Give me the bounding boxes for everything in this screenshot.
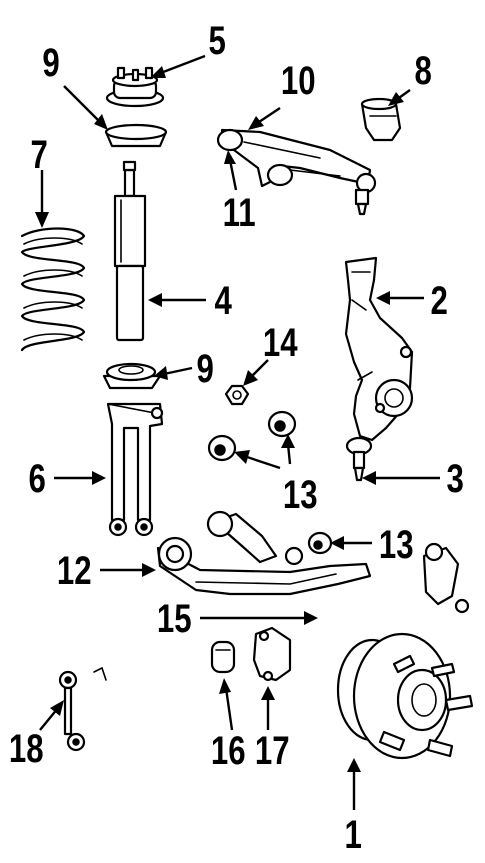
part-4-shock-absorber [113,160,147,342]
part-7-coil-spring [20,227,86,352]
callout-10: 10 [281,58,316,103]
wheel-studs [378,654,474,758]
callout-8: 8 [414,48,431,93]
part-9-lower-seat [102,362,162,390]
part-12-lower-control-arm [156,510,372,596]
part-13-bushing-small [307,531,333,555]
part-13-bushing-right [267,410,297,438]
callout-numbers: 5 9 10 8 7 11 4 2 14 9 6 3 13 13 12 15 1… [9,18,464,857]
part-1-hub-bearing [336,632,474,760]
callout-17: 17 [255,728,290,773]
part-17-bar-bracket [252,626,292,682]
leader-arrows [35,54,440,810]
part-16-bar-bushing [210,640,236,674]
part-10-upper-control-arm [216,128,377,216]
callout-9-lower: 9 [196,346,213,391]
part-13-bushing-left [207,434,237,462]
callout-5: 5 [208,18,225,63]
callout-7: 7 [30,132,47,177]
part-14-nut [224,384,250,406]
callout-12: 12 [57,548,92,593]
part-2-steering-knuckle [344,256,414,442]
callout-14: 14 [263,320,298,365]
callout-15: 15 [157,596,192,641]
callout-4: 4 [214,278,231,323]
part-3-ball-joint [345,436,373,482]
part-8-bump-stop [360,97,402,142]
part-9-upper-seat [104,123,168,148]
callout-9-top: 9 [42,40,59,85]
part-5-upper-mount [105,66,165,108]
callout-3: 3 [446,456,463,501]
callout-13-right: 13 [379,522,414,567]
part-6-strut-bracket [106,402,164,537]
callout-11: 11 [223,190,256,235]
part-18-stabilizer-link [58,670,86,752]
callout-13-pair: 13 [283,472,318,517]
callout-1: 1 [344,812,361,857]
callout-2: 2 [430,278,447,323]
callout-16: 16 [211,728,246,773]
callout-6: 6 [28,456,45,501]
callout-18: 18 [9,726,44,771]
